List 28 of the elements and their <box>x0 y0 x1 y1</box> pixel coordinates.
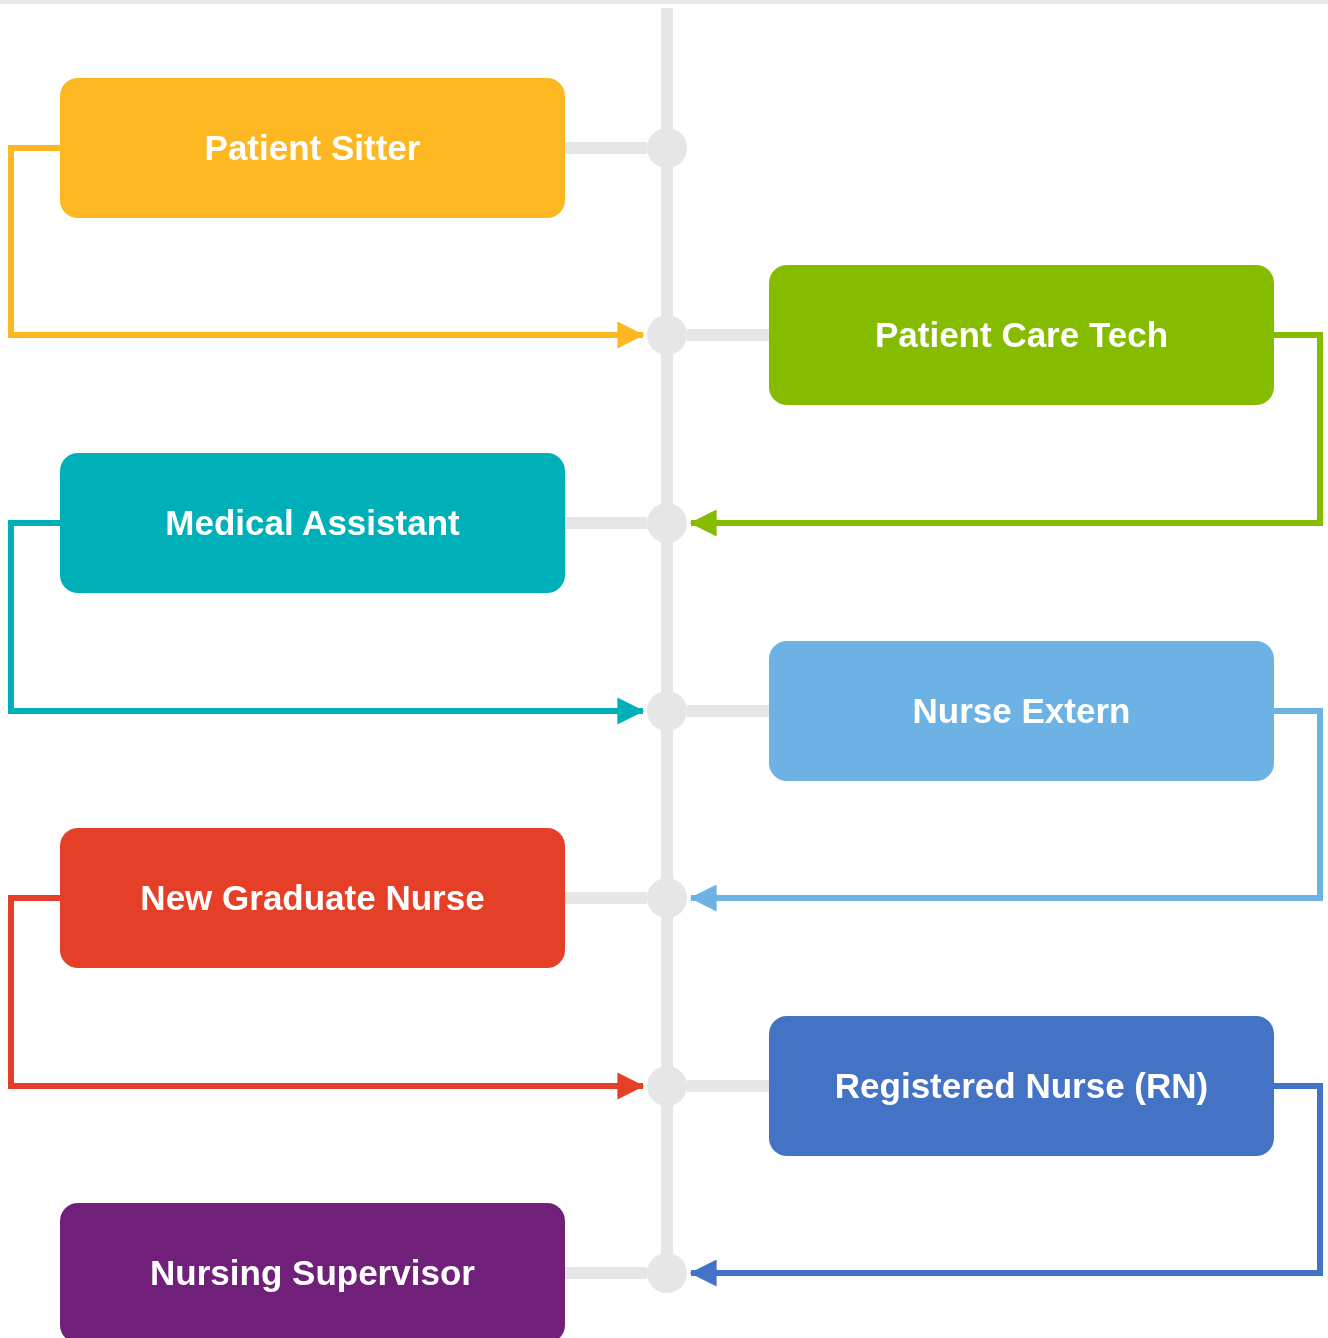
timeline-dot <box>647 1253 687 1293</box>
role-box <box>769 265 1274 405</box>
connector-line <box>687 329 769 341</box>
arrow <box>689 1083 1323 1287</box>
role-title: New Graduate Nurse <box>140 878 485 918</box>
connector-line <box>687 705 769 717</box>
arrow <box>8 895 645 1100</box>
arrow <box>689 708 1323 912</box>
role-title: Patient Sitter <box>204 128 421 168</box>
connector-line <box>565 142 647 154</box>
role-box <box>769 1016 1274 1156</box>
role-box <box>769 641 1274 781</box>
arrow <box>8 520 645 725</box>
role-box <box>60 453 565 593</box>
role-box <box>60 78 565 218</box>
role-box <box>60 1203 565 1338</box>
role-title: Patient Care Tech <box>874 315 1169 355</box>
connector-line <box>687 1080 769 1092</box>
role-title: Nursing Supervisor <box>150 1253 475 1293</box>
role-box <box>60 828 565 968</box>
arrow <box>689 332 1323 537</box>
connector-line <box>565 892 647 904</box>
arrow <box>8 145 645 349</box>
role-title: Registered Nurse (RN) <box>834 1066 1209 1106</box>
role-title: Nurse Extern <box>912 691 1131 731</box>
role-title: Medical Assistant <box>165 503 460 543</box>
connector-line <box>565 517 647 529</box>
connector-line <box>565 1267 647 1279</box>
